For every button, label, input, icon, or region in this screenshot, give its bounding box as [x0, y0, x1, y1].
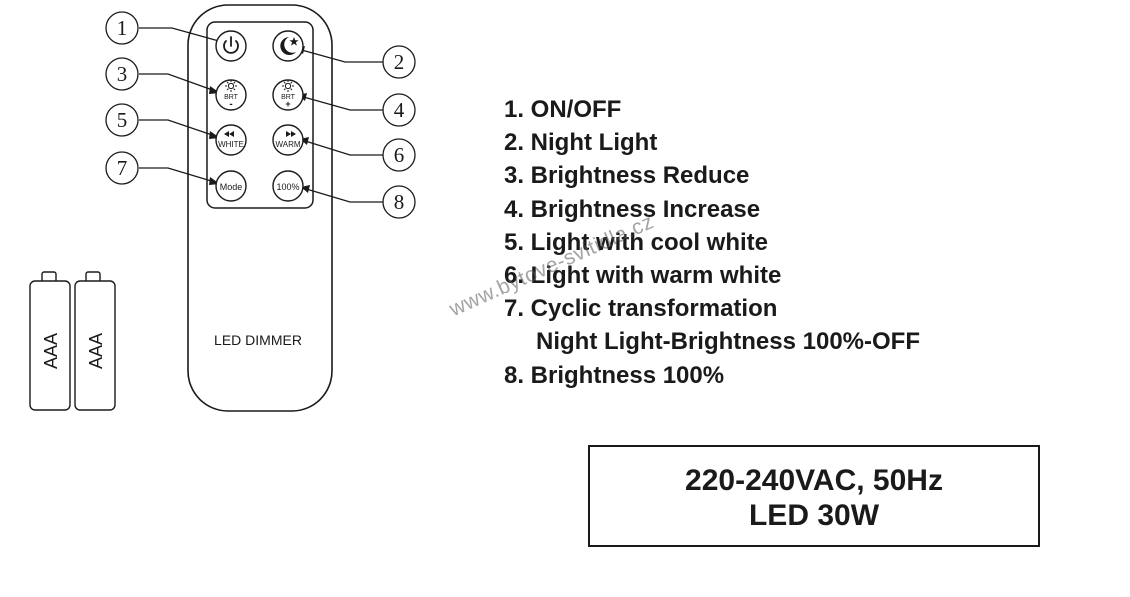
callout-circle-3: [105, 57, 139, 91]
leader-lines: [139, 27, 383, 203]
legend-item-6: 6. Light with warm white: [504, 261, 782, 289]
callout-number-1: 1: [117, 16, 128, 40]
moon-star-icon: [280, 37, 299, 55]
callout-circle-7: [105, 151, 139, 185]
button-panel: [206, 21, 314, 209]
callout-circle-4: [382, 93, 416, 127]
sun-icon: [225, 80, 237, 92]
battery-1: [29, 271, 71, 411]
battery-2-label: AAA: [86, 333, 106, 369]
remote-label: LED DIMMER: [214, 332, 302, 348]
callout-circle-5: [105, 103, 139, 137]
callout-circle-6: [382, 138, 416, 172]
leader-line-2: [297, 48, 383, 63]
leader-line-6: [301, 139, 383, 156]
battery-1-label: AAA: [41, 333, 61, 369]
button-7-text: Mode: [220, 182, 243, 192]
legend-item-5: 5. Light with cool white: [504, 228, 768, 256]
button-4-sign: +: [285, 99, 290, 109]
legend-item-7: 7. Cyclic transformation: [504, 295, 778, 323]
button-mode[interactable]: [215, 170, 247, 202]
callout-number-6: 6: [394, 143, 405, 167]
spec-voltage: 220-240VAC, 50Hz: [685, 464, 943, 497]
button-warm-white[interactable]: [272, 124, 304, 156]
callout-number-4: 4: [394, 98, 405, 122]
leader-line-3: [139, 73, 219, 93]
function-legend: 1. ON/OFF 2. Night Light 3. Brightness R…: [504, 93, 920, 392]
sun-icon: [282, 80, 294, 92]
button-8-text: 100%: [276, 182, 299, 192]
spec-power: LED 30W: [748, 499, 880, 532]
button-3-sign: -: [229, 99, 232, 110]
spec-box: 220-240VAC, 50Hz LED 30W: [588, 445, 1040, 547]
button-brightness-100[interactable]: [272, 170, 304, 202]
power-icon: [223, 36, 239, 54]
legend-item-4: 4. Brightness Increase: [504, 195, 761, 223]
callout-number-3: 3: [117, 62, 128, 86]
button-6-text: WARM: [275, 140, 300, 149]
rewind-icon: [224, 131, 234, 137]
callout-number-7: 7: [117, 156, 128, 180]
leader-line-5: [139, 119, 219, 138]
leader-line-8: [302, 187, 383, 203]
leader-line-7: [139, 167, 219, 184]
button-4-text: BRT: [281, 94, 296, 101]
callout-number-2: 2: [394, 50, 405, 74]
callout-circle-1: [105, 11, 139, 45]
callout-number-8: 8: [394, 190, 405, 214]
callout-number-5: 5: [117, 108, 128, 132]
callout-circle-2: [382, 45, 416, 79]
button-night-light[interactable]: [272, 30, 304, 62]
legend-item-1: 1. ON/OFF: [504, 96, 622, 123]
button-5-text: WHITE: [218, 140, 244, 149]
leader-line-1: [139, 27, 227, 44]
fast-forward-icon: [286, 131, 296, 137]
button-cool-white[interactable]: [215, 124, 247, 156]
callout-circle-8: [382, 185, 416, 219]
legend-item-8: 8. Brightness 100%: [504, 361, 725, 389]
legend-item-2: 2. Night Light: [504, 129, 658, 157]
leader-line-4: [299, 95, 383, 111]
button-3-text: BRT: [224, 94, 239, 101]
battery-2: [74, 271, 116, 411]
legend-item-7-detail: Night Light-Brightness 100%-OFF: [536, 328, 920, 356]
legend-item-3: 3. Brightness Reduce: [504, 162, 750, 190]
